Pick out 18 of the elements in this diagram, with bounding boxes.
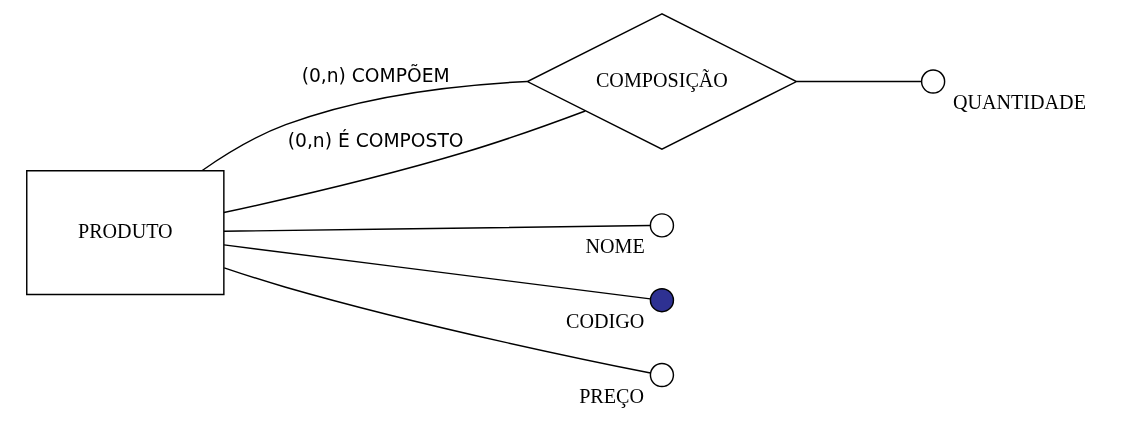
node-label: NOME [585, 235, 645, 258]
node-circle [649, 213, 675, 238]
node-box: PRODUTO [26, 170, 225, 296]
connector [796, 80, 923, 83]
edge-label: (0,n) É COMPOSTO [287, 129, 464, 151]
node-circle [649, 287, 675, 313]
node-label: CODIGO [565, 309, 645, 332]
node-label: QUANTIDADE [952, 91, 1086, 114]
connector [223, 267, 652, 374]
connector [223, 244, 651, 300]
connector [201, 80, 528, 172]
node-diamond: COMPOSIÇÃO [525, 13, 799, 150]
node-label: PREÇO [579, 384, 645, 407]
connector [223, 224, 651, 232]
edge-label: (0,n) COMPÕEM [301, 65, 450, 87]
node-circle [920, 69, 946, 94]
node-circle [649, 362, 675, 388]
connector [223, 110, 586, 214]
